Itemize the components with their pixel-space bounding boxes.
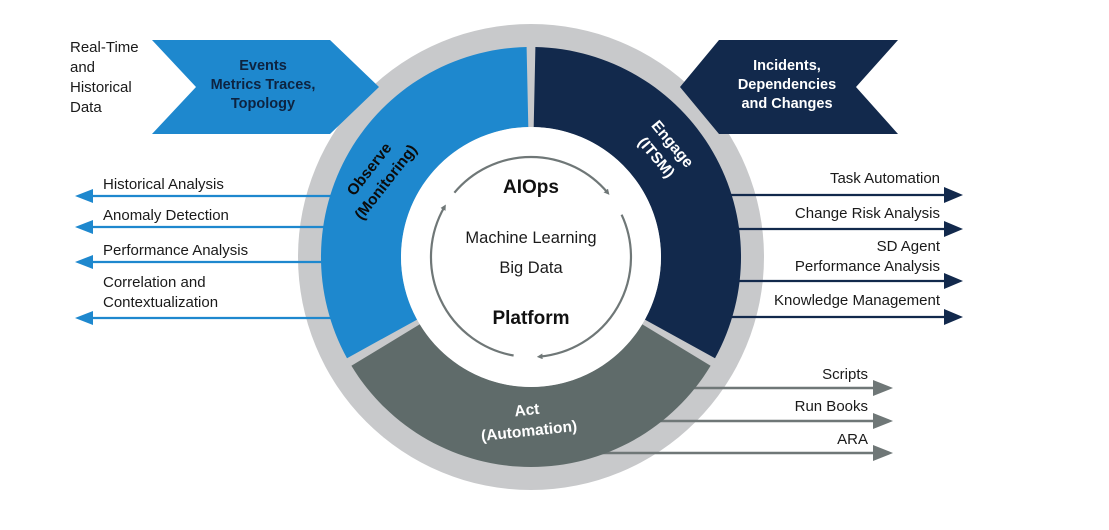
- right-arrowhead-icon: [944, 221, 963, 237]
- input-banner-left-label: Events Metrics Traces, Topology: [210, 58, 316, 112]
- output-engage-4: Knowledge Management: [774, 292, 940, 309]
- input-banner-left-shape: [152, 40, 379, 134]
- segment-act: [351, 324, 711, 467]
- right-arrowhead-icon: [873, 380, 893, 396]
- right-arrowhead-icon: [873, 445, 893, 461]
- core-tech2: Big Data: [499, 259, 563, 277]
- core-title: AIOps: [503, 177, 559, 198]
- cycle-arrows: [429, 155, 633, 360]
- output-engage-1: Task Automation: [829, 170, 940, 187]
- core-tech1: Machine Learning: [465, 229, 597, 247]
- left-arrowhead-icon: [75, 189, 93, 203]
- output-observe-4: Correlation and Contextualization: [103, 274, 219, 311]
- left-arrowhead-icon: [75, 220, 93, 234]
- engage-output-arrows: [700, 187, 963, 325]
- cycle-arc-left: [429, 204, 514, 357]
- observe-output-arrows: [75, 189, 355, 325]
- output-act-1: Scripts: [822, 366, 868, 383]
- act-output-arrows: [580, 380, 893, 461]
- core-footer: Platform: [492, 308, 570, 329]
- cycle-arc-top: [453, 155, 610, 195]
- output-observe-1: Historical Analysis: [103, 176, 224, 193]
- segment-engage: [533, 47, 742, 359]
- right-arrowhead-icon: [944, 273, 963, 289]
- input-banner-right-shape: [680, 40, 898, 134]
- right-arrowhead-icon: [873, 413, 893, 429]
- output-engage-3: SD Agent Performance Analysis: [794, 238, 940, 275]
- core-circle: [401, 127, 661, 387]
- output-act-3: ARA: [837, 431, 868, 448]
- right-arrowhead-icon: [944, 309, 963, 325]
- output-engage-2: Change Risk Analysis: [794, 205, 940, 222]
- left-arrowhead-icon: [75, 311, 93, 325]
- input-banner-right-label: Incidents, Dependencies and Changes: [737, 58, 837, 112]
- source-data-label: Real-Time and Historical Data: [70, 39, 139, 116]
- right-arrowhead-icon: [944, 187, 963, 203]
- segment-observe: [320, 47, 529, 359]
- output-act-2: Run Books: [794, 398, 868, 415]
- left-arrowhead-icon: [75, 255, 93, 269]
- output-observe-3: Performance Analysis: [103, 242, 249, 259]
- output-observe-2: Anomaly Detection: [103, 207, 229, 224]
- cycle-arc-right: [536, 214, 633, 360]
